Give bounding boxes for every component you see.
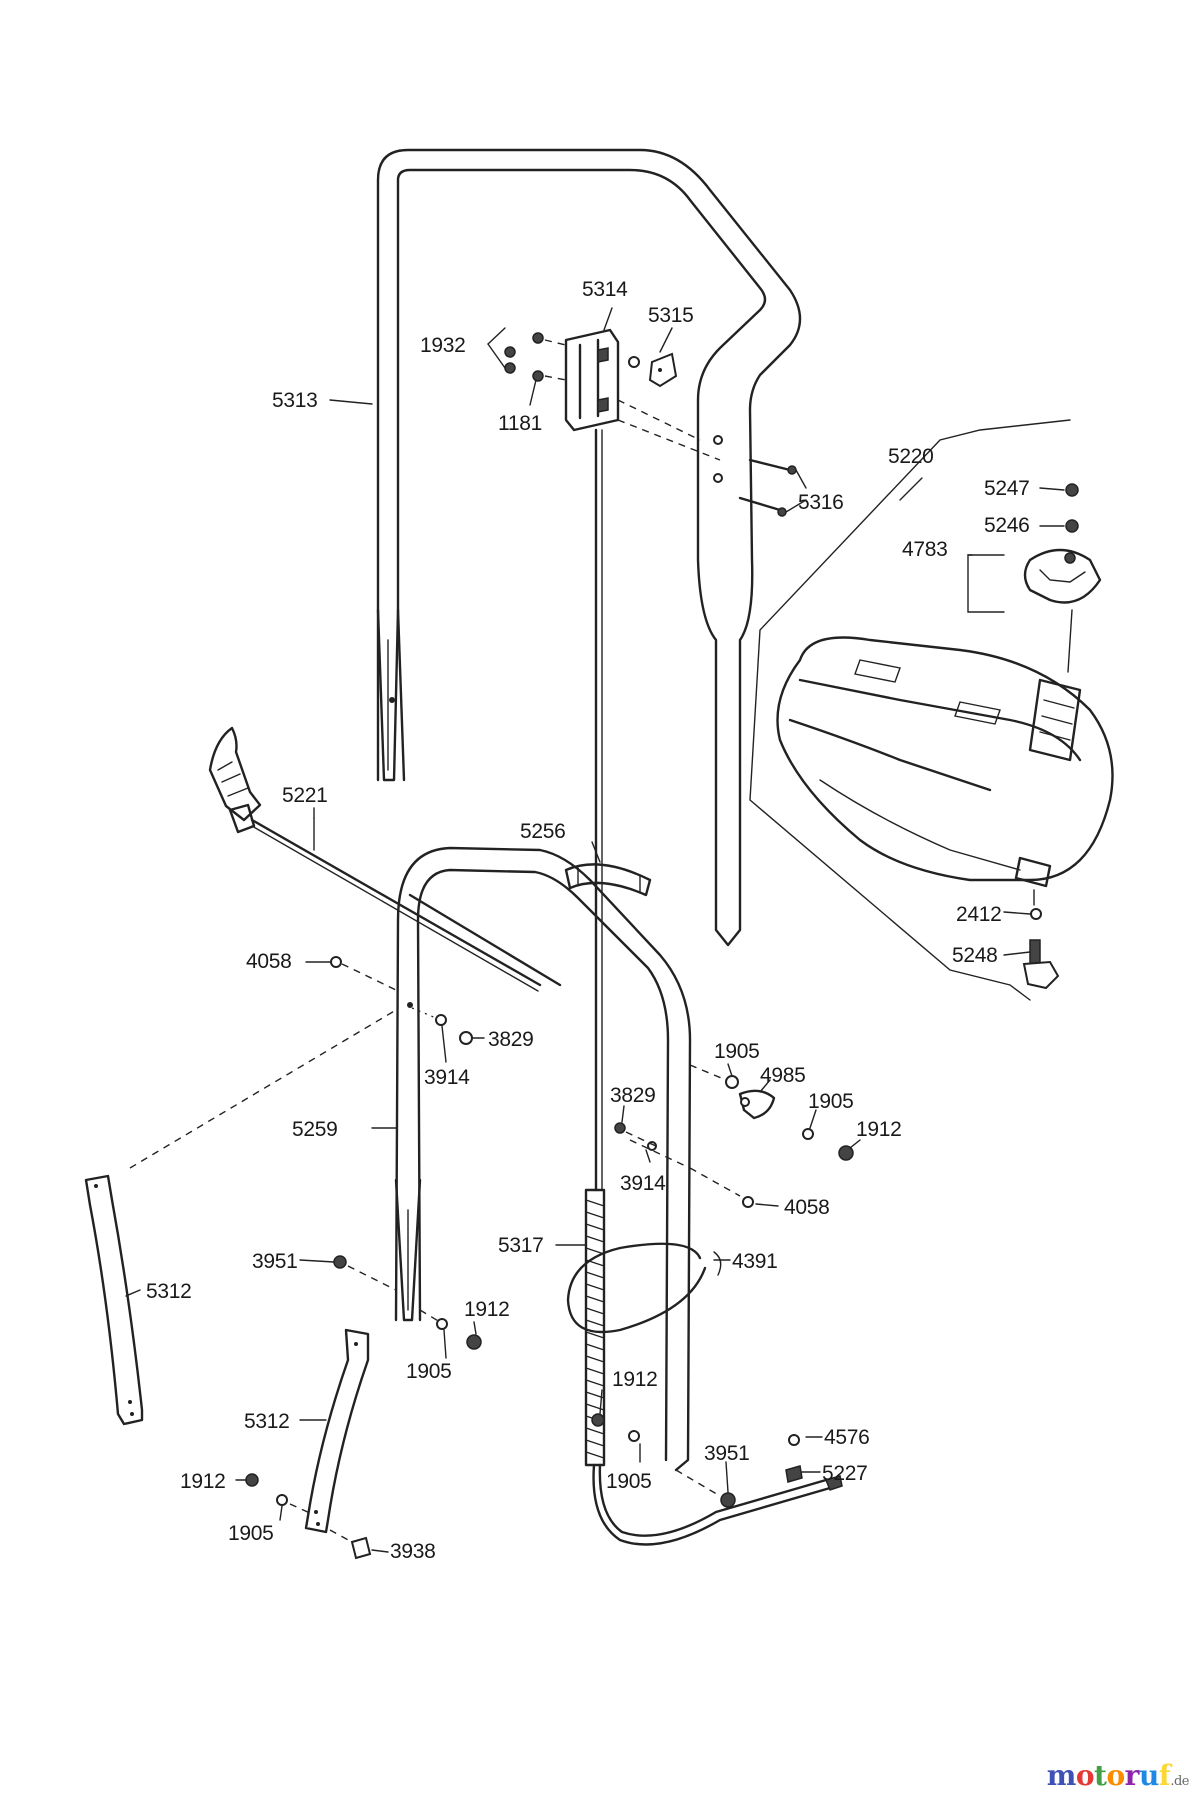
- label-5312-left: 5312: [146, 1280, 192, 1303]
- control-cable: [594, 428, 603, 1192]
- label-5313: 5313: [272, 389, 318, 412]
- watermark-letter: m: [1046, 1759, 1077, 1792]
- label-3951-left: 3951: [252, 1250, 298, 1273]
- label-1905-c: 1905: [406, 1360, 452, 1383]
- label-1932: 1932: [420, 334, 466, 357]
- label-1912-a: 1912: [856, 1118, 902, 1141]
- label-1181: 1181: [498, 412, 542, 435]
- alignment-line: [129, 1009, 397, 1169]
- label-5256: 5256: [520, 820, 566, 843]
- label-5317: 5317: [498, 1234, 544, 1257]
- spring-5317: [584, 1188, 843, 1546]
- label-4985: 4985: [760, 1064, 806, 1087]
- strap-5312-lower: [245, 1328, 372, 1560]
- part-labels: 5313 5314 5315 1932 1181 5316 5220 5247 …: [146, 278, 1030, 1563]
- label-3951-right: 3951: [704, 1442, 750, 1465]
- label-4391: 4391: [732, 1250, 778, 1273]
- upper-handle-5313: [376, 148, 802, 947]
- label-1905-d: 1905: [606, 1470, 652, 1493]
- right-hardware: [629, 1064, 854, 1208]
- label-1905-b: 1905: [808, 1090, 854, 1113]
- label-1905-e: 1905: [228, 1522, 274, 1545]
- label-3829-upper: 3829: [488, 1028, 534, 1051]
- leader-lines: [125, 307, 1065, 1553]
- label-5314: 5314: [582, 278, 628, 301]
- label-1905-a: 1905: [714, 1040, 760, 1063]
- watermark-brand: motoruf: [1047, 1759, 1171, 1792]
- label-4058-upper: 4058: [246, 950, 292, 973]
- label-3914-upper: 3914: [424, 1066, 470, 1089]
- throttle-lever-5221: [208, 726, 542, 992]
- label-4576: 4576: [824, 1426, 870, 1449]
- label-3938: 3938: [390, 1540, 436, 1563]
- cable-bracket-5314: [564, 328, 678, 432]
- label-4058-lower: 4058: [784, 1196, 830, 1219]
- watermark-suffix: .de: [1170, 1774, 1189, 1789]
- label-5221: 5221: [282, 784, 328, 807]
- strap-5312-left: [84, 1174, 144, 1426]
- watermark-letter: u: [1138, 1759, 1159, 1792]
- label-5220: 5220: [888, 445, 934, 468]
- motoruf-watermark: motoruf.de: [1047, 1759, 1190, 1792]
- label-5259: 5259: [292, 1118, 338, 1141]
- label-5312-lower: 5312: [244, 1410, 290, 1433]
- label-5248: 5248: [952, 944, 998, 967]
- label-1912-c: 1912: [612, 1368, 658, 1391]
- lower-handle-5259: [394, 846, 692, 1472]
- label-5315: 5315: [648, 304, 694, 327]
- label-3829-lower: 3829: [610, 1084, 656, 1107]
- watermark-letter: o: [1075, 1759, 1095, 1792]
- watermark-letter: t: [1094, 1759, 1107, 1792]
- wire-loop-4391: [566, 1242, 722, 1334]
- left-hardware: [330, 956, 803, 1508]
- label-5316: 5316: [798, 491, 844, 514]
- label-5246: 5246: [984, 514, 1030, 537]
- bolts-5316: [617, 399, 807, 517]
- label-4783: 4783: [902, 538, 948, 561]
- watermark-letter: o: [1106, 1759, 1125, 1792]
- label-3914-lower: 3914: [620, 1172, 666, 1195]
- fuel-tank-5220: [749, 419, 1114, 1001]
- label-5247: 5247: [984, 477, 1030, 500]
- watermark-letter: r: [1124, 1759, 1140, 1792]
- label-2412: 2412: [956, 903, 1002, 926]
- label-1912-d: 1912: [180, 1470, 226, 1493]
- bracket-hardware-1932-1181: [487, 327, 567, 406]
- label-5227: 5227: [822, 1462, 868, 1485]
- watermark-letter: f: [1158, 1759, 1171, 1792]
- label-1912-b: 1912: [464, 1298, 510, 1321]
- cable-clip-5256: [564, 863, 652, 897]
